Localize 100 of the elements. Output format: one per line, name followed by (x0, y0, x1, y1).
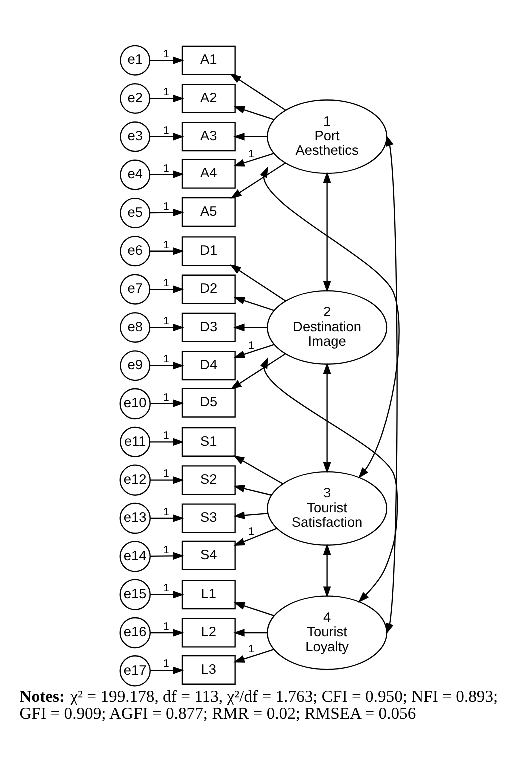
node-circle: e15 (120, 579, 151, 610)
edge-label: 1 (163, 277, 170, 290)
arrow (150, 438, 184, 446)
arrow (260, 357, 398, 603)
arrow (150, 362, 184, 370)
edge-label: 1 (163, 86, 170, 99)
node-box: L2 (182, 618, 236, 648)
arrow (150, 286, 184, 294)
node-box: A4 (182, 159, 236, 189)
edge-label: 1 (163, 239, 170, 252)
edge-label: 1 (163, 620, 170, 633)
caption: Notes: χ² = 199.178, df = 113, χ²/df = 1.763; CFI = 0.950; NFI = 0.893; GFI = 0.909; AGFI = 0.877; RMR = 0.02; RMSEA = 0.056 (20, 687, 498, 723)
node-circle: e7 (120, 274, 151, 305)
node-circle: e10 (120, 388, 151, 420)
arrow (150, 590, 184, 599)
edge-label: 1 (163, 354, 170, 366)
arrow (150, 324, 184, 332)
arrow (323, 544, 332, 598)
arrow (230, 354, 286, 390)
edge-label: 1 (163, 430, 170, 442)
arrow (150, 56, 184, 64)
node-box: A2 (182, 84, 236, 114)
arrow (234, 512, 268, 520)
arrow (230, 264, 286, 302)
edge-label: 1 (163, 48, 170, 60)
node-circle: e11 (120, 426, 151, 458)
node-box: L3 (182, 655, 236, 685)
edge-label: 1 (163, 544, 170, 557)
node-box: S1 (182, 427, 236, 457)
arrow (150, 666, 184, 675)
edge-label: 1 (248, 148, 254, 160)
node-ellipse: 4 Tourist Loyalty (267, 596, 388, 670)
node-circle: e12 (120, 464, 151, 496)
node-circle: e6 (120, 236, 151, 267)
node-box: L1 (182, 580, 236, 610)
arrow (150, 208, 184, 217)
edge-label: 1 (163, 162, 170, 175)
edge-label: 1 (163, 658, 170, 670)
arrow (150, 476, 184, 484)
edge-label: 1 (163, 201, 170, 214)
edge-label: 1 (163, 506, 170, 518)
arrow (386, 135, 398, 635)
arrow (150, 247, 184, 256)
arrow (230, 162, 286, 199)
arrow (234, 484, 272, 496)
arrow (233, 456, 284, 484)
node-box: A1 (182, 46, 236, 76)
node-circle: e2 (120, 83, 151, 114)
edge-label: 1 (248, 643, 254, 656)
edge-label: 1 (163, 468, 170, 480)
node-box: A3 (182, 122, 236, 152)
arrow (234, 106, 274, 120)
node-circle: e5 (120, 198, 151, 228)
node-circle: e17 (120, 656, 151, 687)
arrow (234, 344, 274, 358)
edge-label: 1 (163, 124, 170, 137)
arrow (150, 400, 184, 408)
arrow (234, 133, 268, 141)
arrow (150, 514, 184, 522)
node-ellipse: 1 Port Aesthetics (267, 100, 388, 174)
arrow (234, 528, 278, 546)
arrow (234, 629, 268, 637)
arrow (150, 552, 184, 560)
node-box: D3 (182, 312, 236, 342)
arrow (150, 170, 184, 178)
arrow (234, 602, 274, 616)
node-circle: e9 (120, 350, 151, 382)
node-ellipse: 2 Destination Image (267, 290, 388, 365)
arrow (150, 629, 184, 637)
node-circle: e16 (120, 617, 151, 649)
edge-label: 1 (248, 340, 254, 352)
node-box: D1 (182, 236, 236, 266)
arrow (260, 166, 400, 479)
node-circle: e3 (120, 122, 151, 152)
arrow (234, 297, 274, 312)
node-box: S3 (182, 504, 236, 534)
node-circle: e13 (120, 502, 151, 534)
arrow (323, 362, 332, 474)
arrow (234, 153, 274, 167)
arrow (150, 94, 184, 103)
arrow (234, 324, 268, 332)
node-box: S4 (182, 540, 236, 570)
edge-label: 1 (163, 582, 170, 595)
node-circle: e4 (120, 160, 151, 190)
node-circle: e14 (120, 541, 151, 572)
node-box: A5 (182, 197, 236, 228)
node-ellipse: 3 Tourist Satisfaction (267, 472, 388, 546)
node-box: D4 (182, 351, 236, 381)
node-circle: e1 (120, 45, 151, 76)
node-box: S2 (182, 466, 236, 496)
arrow (230, 74, 286, 111)
arrow (150, 133, 184, 141)
edge-label: 1 (248, 526, 254, 538)
arrow (323, 172, 332, 293)
node-box: D2 (182, 274, 236, 304)
node-circle: e8 (120, 312, 151, 343)
edge-label: 1 (163, 392, 170, 404)
node-box: D5 (182, 388, 236, 418)
edge-label: 1 (163, 316, 170, 328)
arrow (234, 649, 274, 663)
